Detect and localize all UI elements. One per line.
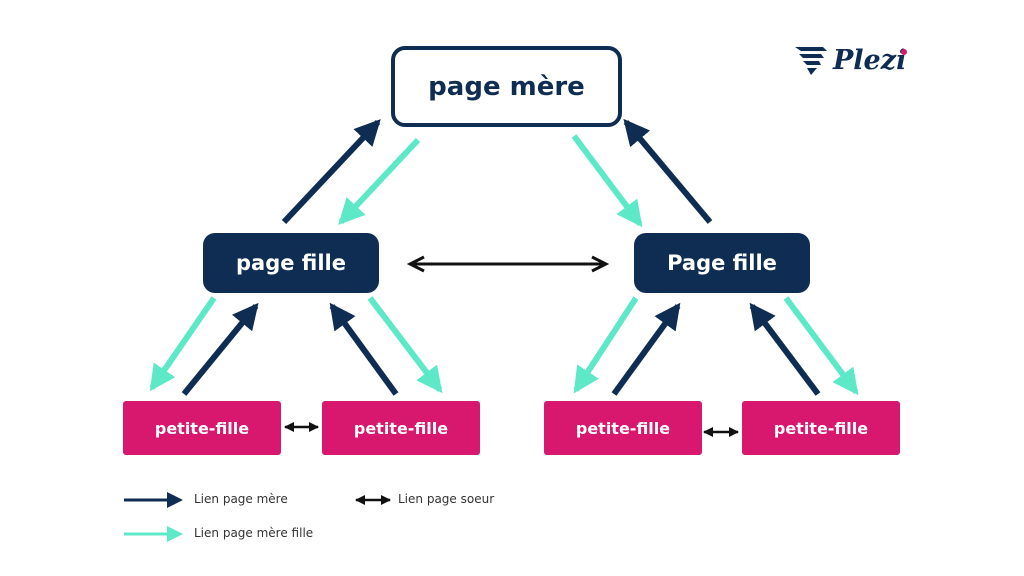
arrow-down-child-left-to-grand-2 bbox=[367, 296, 443, 394]
logo-dot bbox=[901, 48, 908, 55]
wing-icon bbox=[795, 47, 827, 75]
arrow-up-child-left-to-root bbox=[281, 119, 381, 225]
arrow-down-root-to-child-left bbox=[338, 137, 421, 225]
node-grandchild-2: petite-fille bbox=[322, 401, 480, 455]
arrow-up-grand-2-to-child-left bbox=[329, 302, 399, 396]
logo-wordmark: Plezi bbox=[833, 44, 908, 76]
plezi-logo: Plezi bbox=[793, 40, 908, 80]
legend-label-mother-daughter: Lien page mère fille bbox=[194, 526, 314, 540]
arrow-up-child-right-to-root bbox=[623, 118, 713, 224]
arrow-up-grand-3-to-child-right bbox=[611, 302, 681, 396]
arrow-down-root-to-child-right bbox=[571, 134, 643, 228]
node-grandchild-4: petite-fille bbox=[742, 401, 900, 455]
arrow-up-grand-4-to-child-right bbox=[749, 302, 821, 396]
arrow-down-child-right-to-grand-4 bbox=[783, 296, 859, 396]
node-child-page-right: Page fille bbox=[634, 233, 810, 293]
node-child-page-left: page fille bbox=[203, 233, 379, 293]
arrow-down-child-right-to-grand-3 bbox=[573, 296, 639, 394]
legend-label-sister: Lien page soeur bbox=[398, 492, 495, 506]
node-root-page: page mère bbox=[391, 46, 622, 127]
node-grandchild-3: petite-fille bbox=[544, 401, 702, 455]
node-grandchild-1: petite-fille bbox=[123, 401, 281, 455]
arrow-down-child-left-to-grand-1 bbox=[149, 296, 217, 392]
arrow-up-grand-1-to-child-left bbox=[181, 302, 259, 396]
legend-label-mother: Lien page mère bbox=[194, 492, 288, 506]
